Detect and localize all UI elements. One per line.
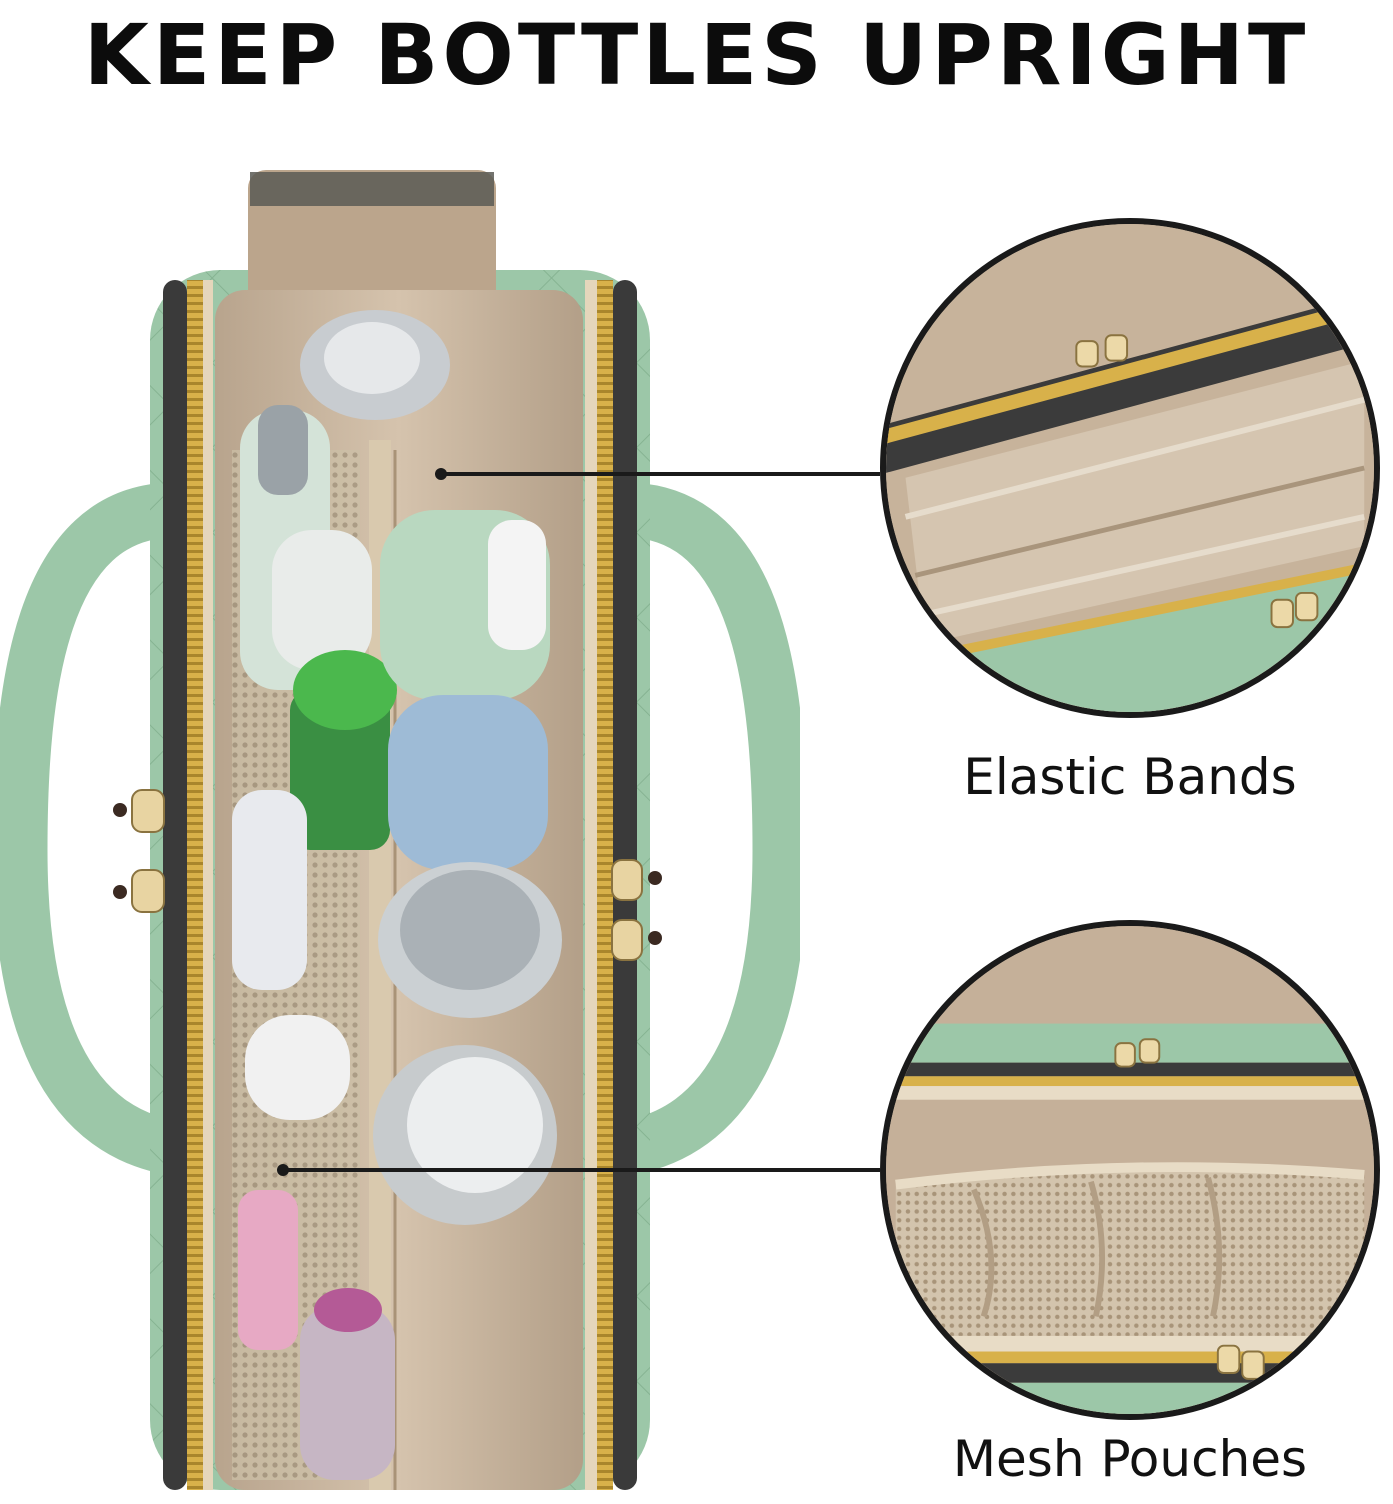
leader-line-mesh-pouches bbox=[277, 1164, 880, 1176]
leader-dot bbox=[277, 1164, 289, 1176]
elastic-bands-caption: Elastic Bands bbox=[963, 748, 1297, 806]
mesh-pouches-detail-photo bbox=[880, 920, 1380, 1420]
leader-line-elastic-bands bbox=[435, 468, 880, 480]
leader-dot bbox=[435, 468, 447, 480]
toiletry-bag-photo bbox=[0, 150, 808, 1500]
elastic-bands-detail-photo bbox=[880, 218, 1380, 718]
headline: KEEP BOTTLES UPRIGHT bbox=[83, 6, 1310, 104]
mesh-pouches-caption: Mesh Pouches bbox=[952, 1430, 1308, 1488]
